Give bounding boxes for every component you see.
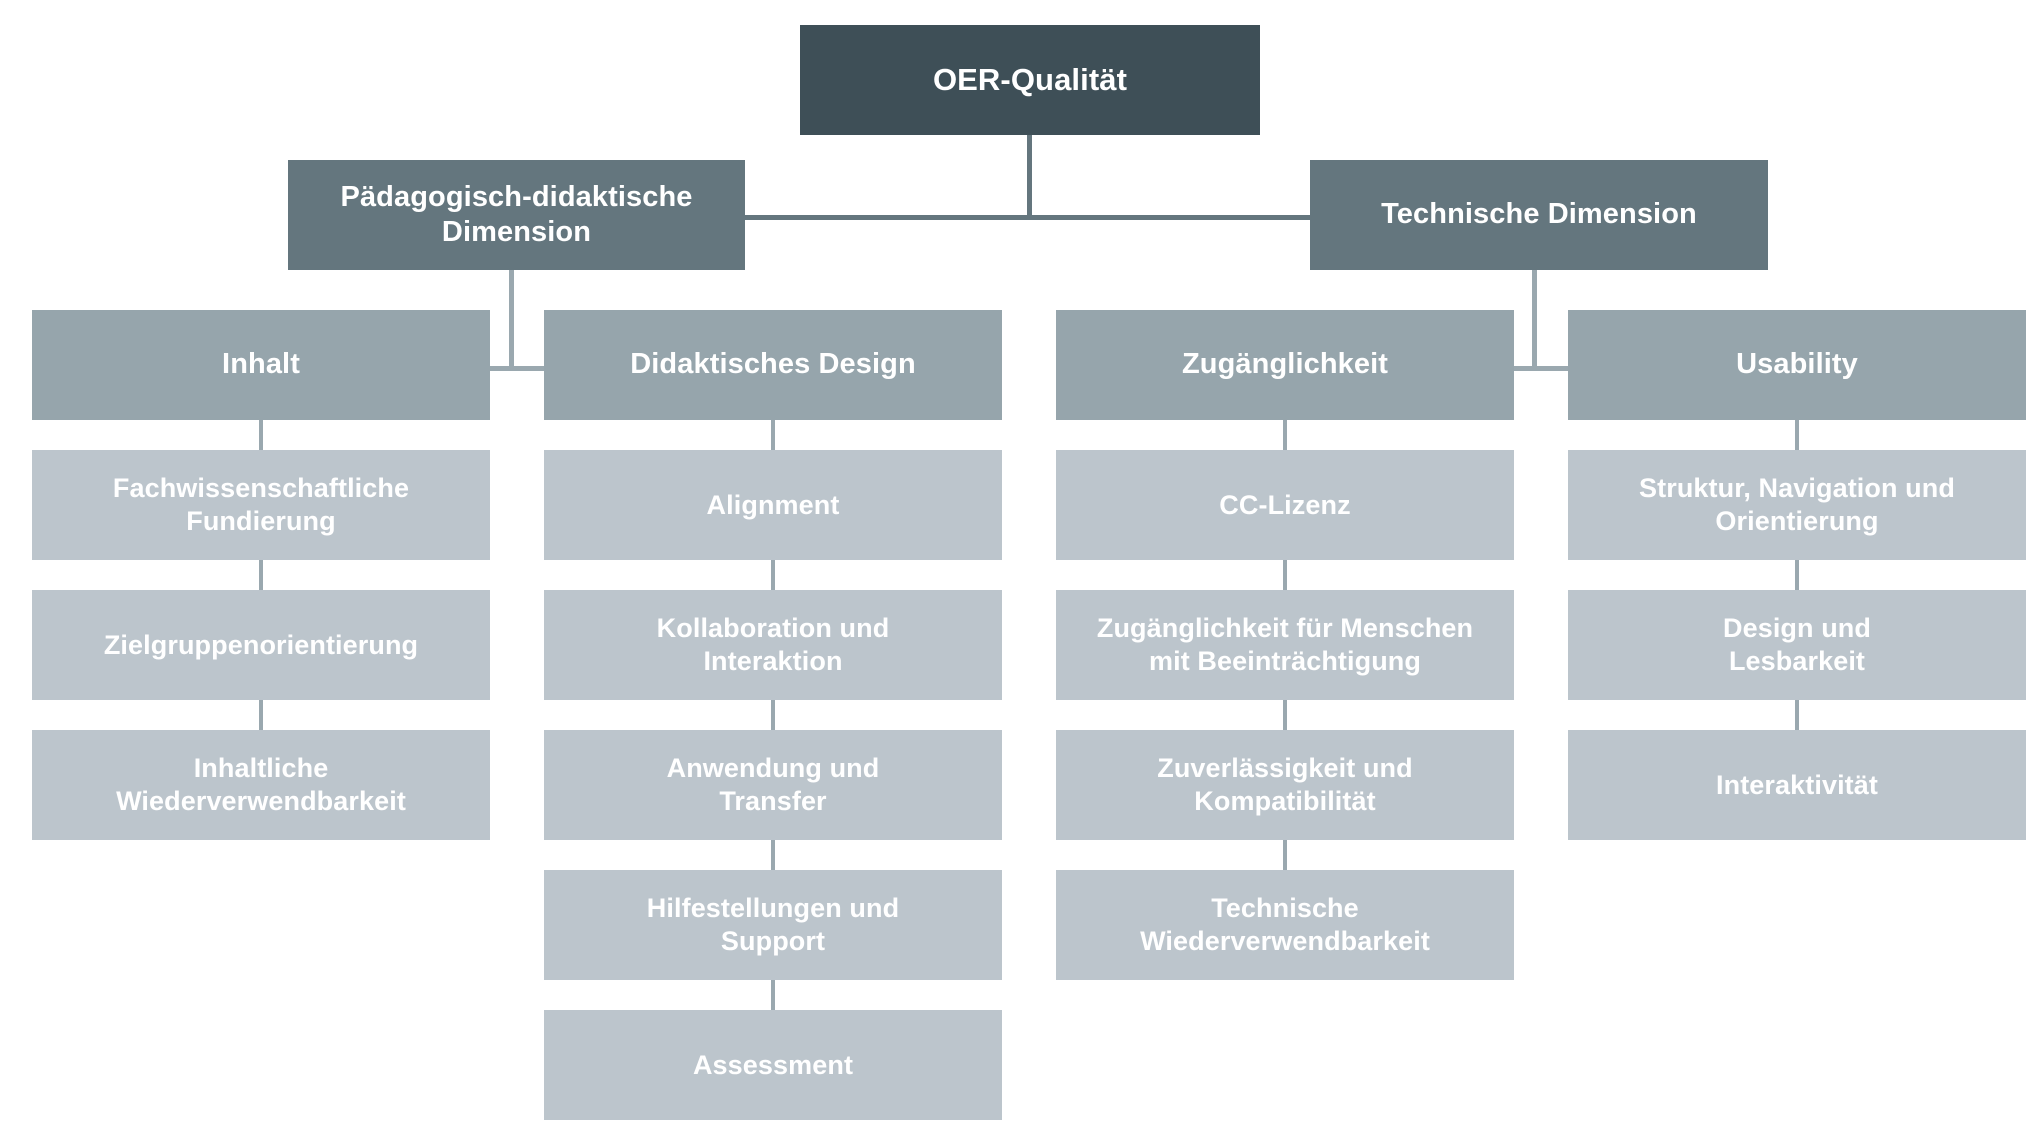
connector-col2-spine-0	[771, 420, 775, 450]
node-label: Zugänglichkeit	[1181, 348, 1389, 381]
node-leaf-anwendung-und-transfer[interactable]: Anwendung und Transfer	[544, 730, 1002, 840]
node-leaf-technische-wiederverwendbarkeit[interactable]: Technische Wiederverwendbarkeit	[1056, 870, 1514, 980]
connector-col3-spine-1	[1283, 560, 1287, 590]
connector-root-stem	[1027, 135, 1032, 220]
connector-col1-spine-1	[259, 560, 263, 590]
node-label: Hilfestellungen und Support	[646, 893, 900, 956]
node-label: Technische Wiederverwendbarkeit	[1140, 893, 1430, 956]
node-label: Pädagogisch-didaktische Dimension	[340, 180, 693, 248]
node-dimension-paedagogisch-didaktische[interactable]: Pädagogisch-didaktische Dimension	[288, 160, 745, 270]
connector-paedagogisch-bus	[490, 366, 544, 371]
node-category-inhalt[interactable]: Inhalt	[32, 310, 490, 420]
node-leaf-inhaltliche-wiederverwendbarkeit[interactable]: Inhaltliche Wiederverwendbarkeit	[32, 730, 490, 840]
node-label: Usability	[1736, 348, 1858, 381]
node-label: Didaktisches Design	[630, 348, 916, 381]
connector-col3-spine-3	[1283, 840, 1287, 870]
node-label: Zugänglichkeit für Menschen mit Beeinträ…	[1096, 613, 1474, 676]
node-label: Inhalt	[222, 348, 300, 381]
node-leaf-kollaboration-und-interaktion[interactable]: Kollaboration und Interaktion	[544, 590, 1002, 700]
connector-col3-spine-2	[1283, 700, 1287, 730]
connector-col2-spine-4	[771, 980, 775, 1010]
node-leaf-interaktivitaet[interactable]: Interaktivität	[1568, 730, 2026, 840]
connector-technische-stem	[1532, 270, 1537, 371]
node-root-oer-qualitaet[interactable]: OER-Qualität	[800, 25, 1260, 135]
node-leaf-zuverlaessigkeit-und-kompatibilitaet[interactable]: Zuverlässigkeit und Kompatibilität	[1056, 730, 1514, 840]
node-leaf-assessment[interactable]: Assessment	[544, 1010, 1002, 1120]
node-label: Kollaboration und Interaktion	[656, 613, 890, 676]
connector-col2-spine-2	[771, 700, 775, 730]
node-dimension-technische[interactable]: Technische Dimension	[1310, 160, 1768, 270]
node-leaf-fachwissenschaftliche-fundierung[interactable]: Fachwissenschaftliche Fundierung	[32, 450, 490, 560]
node-leaf-alignment[interactable]: Alignment	[544, 450, 1002, 560]
node-category-zugaenglichkeit[interactable]: Zugänglichkeit	[1056, 310, 1514, 420]
node-label: OER-Qualität	[932, 62, 1128, 98]
connector-col1-spine-2	[259, 700, 263, 730]
node-leaf-zielgruppenorientierung[interactable]: Zielgruppenorientierung	[32, 590, 490, 700]
node-label: Inhaltliche Wiederverwendbarkeit	[116, 753, 406, 816]
connector-technische-bus	[1514, 366, 1568, 371]
connector-col2-spine-1	[771, 560, 775, 590]
node-label: CC-Lizenz	[1219, 489, 1351, 520]
connector-dimension-bus	[745, 215, 1311, 220]
node-leaf-zugaenglichkeit-fuer-menschen-mit-beeintraechtigung[interactable]: Zugänglichkeit für Menschen mit Beeinträ…	[1056, 590, 1514, 700]
node-label: Struktur, Navigation und Orientierung	[1639, 473, 1955, 536]
node-label: Fachwissenschaftliche Fundierung	[112, 473, 410, 536]
connector-col4-spine-2	[1795, 700, 1799, 730]
node-label: Design und Lesbarkeit	[1723, 613, 1871, 676]
node-label: Interaktivität	[1716, 769, 1878, 800]
connector-col3-spine-0	[1283, 420, 1287, 450]
connector-col1-spine-0	[259, 420, 263, 450]
node-label: Alignment	[706, 489, 840, 520]
node-label: Technische Dimension	[1381, 198, 1697, 231]
node-leaf-cc-lizenz[interactable]: CC-Lizenz	[1056, 450, 1514, 560]
connector-col4-spine-0	[1795, 420, 1799, 450]
node-category-didaktisches-design[interactable]: Didaktisches Design	[544, 310, 1002, 420]
node-category-usability[interactable]: Usability	[1568, 310, 2026, 420]
node-label: Zielgruppenorientierung	[103, 629, 419, 660]
node-leaf-hilfestellungen-und-support[interactable]: Hilfestellungen und Support	[544, 870, 1002, 980]
node-leaf-design-und-lesbarkeit[interactable]: Design und Lesbarkeit	[1568, 590, 2026, 700]
connector-col2-spine-3	[771, 840, 775, 870]
connector-paedagogisch-stem	[509, 270, 514, 371]
node-leaf-struktur-navigation-und-orientierung[interactable]: Struktur, Navigation und Orientierung	[1568, 450, 2026, 560]
node-label: Assessment	[692, 1049, 854, 1080]
connector-col4-spine-1	[1795, 560, 1799, 590]
node-label: Zuverlässigkeit und Kompatibilität	[1157, 753, 1413, 816]
node-label: Anwendung und Transfer	[666, 753, 880, 816]
